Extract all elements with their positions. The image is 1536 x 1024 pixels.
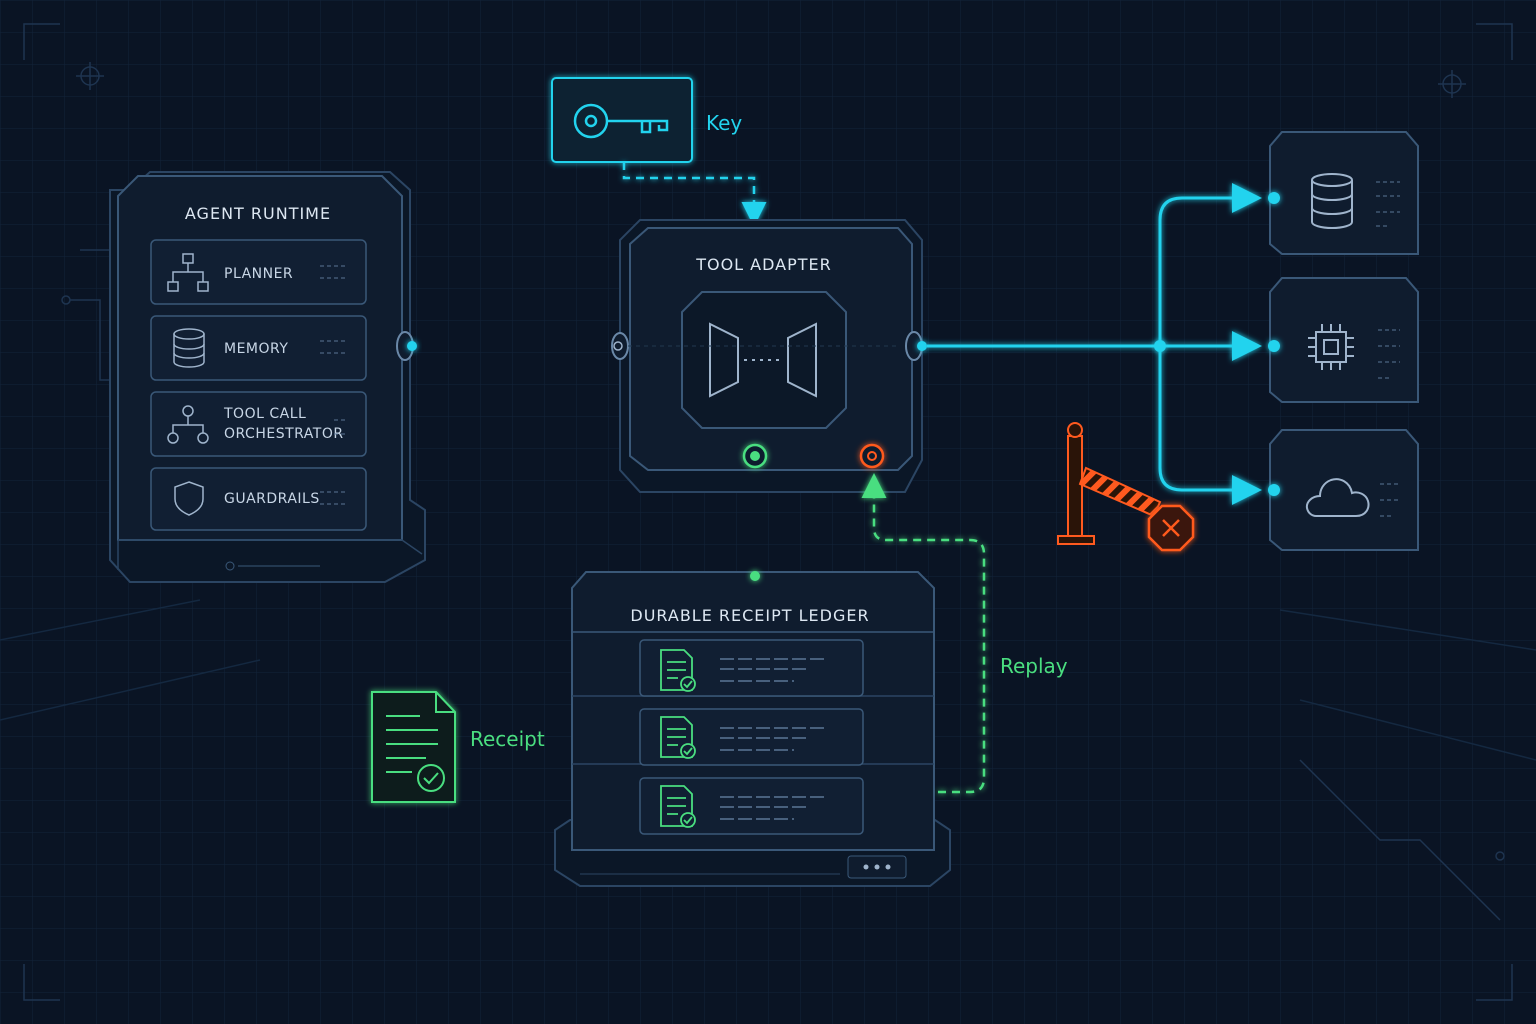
guardrails-label: GUARDRAILS xyxy=(224,491,320,507)
ledger-record xyxy=(639,777,864,835)
adapter-receipt-port xyxy=(742,443,768,469)
adapter-reject-port xyxy=(859,443,885,469)
hierarchy-icon xyxy=(167,253,209,292)
tool-adapter-panel: TOOL ADAPTER xyxy=(611,219,927,493)
memory-module: MEMORY xyxy=(150,315,367,381)
agent-output-port xyxy=(396,331,417,361)
ledger-panel: DURABLE RECEIPT LEDGER xyxy=(554,571,951,887)
tool-call-orchestrator-module: TOOL CALL ORCHESTRATOR xyxy=(150,391,367,457)
planner-label: PLANNER xyxy=(224,266,293,282)
key-to-adapter-connector xyxy=(622,162,767,227)
replay-label: Replay xyxy=(1000,654,1068,678)
chip-icon xyxy=(1308,324,1354,370)
planner-module: PLANNER xyxy=(150,239,367,305)
memory-label: MEMORY xyxy=(224,341,288,357)
ledger-record xyxy=(639,639,864,697)
ledger-record xyxy=(639,708,864,766)
tool-call-label: TOOL CALL xyxy=(223,406,306,422)
agent-runtime-panel: AGENT RUNTIME PLANNER MEMORY xyxy=(109,171,426,583)
document-check-icon xyxy=(660,716,696,759)
key-label: Key xyxy=(706,111,742,135)
key-node: Key xyxy=(551,77,742,163)
receipt-document-icon xyxy=(371,691,456,803)
database-icon xyxy=(1311,173,1353,229)
tree-icon xyxy=(167,405,209,444)
fanout-junction xyxy=(1154,340,1166,352)
cloud-icon xyxy=(1305,478,1370,517)
receipt-document: Receipt xyxy=(371,691,545,803)
frame-decoration xyxy=(0,23,1536,1001)
document-check-icon xyxy=(660,785,696,828)
tool-database xyxy=(1268,131,1419,255)
tool-cloud xyxy=(1268,429,1419,551)
barrier-icon xyxy=(1057,422,1162,545)
document-check-icon xyxy=(660,649,696,692)
shield-icon xyxy=(174,481,204,516)
tool-adapter-title: TOOL ADAPTER xyxy=(695,255,832,274)
adapter-core xyxy=(681,291,847,429)
database-icon xyxy=(173,328,205,368)
tool-compute xyxy=(1268,277,1419,403)
guardrails-module: GUARDRAILS xyxy=(150,467,367,531)
adapter-to-tools-connector xyxy=(927,183,1262,505)
adapter-output-port xyxy=(905,331,927,361)
agent-runtime-title: AGENT RUNTIME xyxy=(185,204,331,223)
adapter-input-port xyxy=(611,332,629,360)
ledger-top-port xyxy=(750,571,760,581)
receipt-label: Receipt xyxy=(470,727,545,751)
x-octagon-icon xyxy=(1147,504,1195,552)
replay-connector xyxy=(861,473,986,794)
orchestrator-label: ORCHESTRATOR xyxy=(224,426,344,442)
key-icon xyxy=(573,103,669,139)
ledger-title: DURABLE RECEIPT LEDGER xyxy=(630,606,869,625)
